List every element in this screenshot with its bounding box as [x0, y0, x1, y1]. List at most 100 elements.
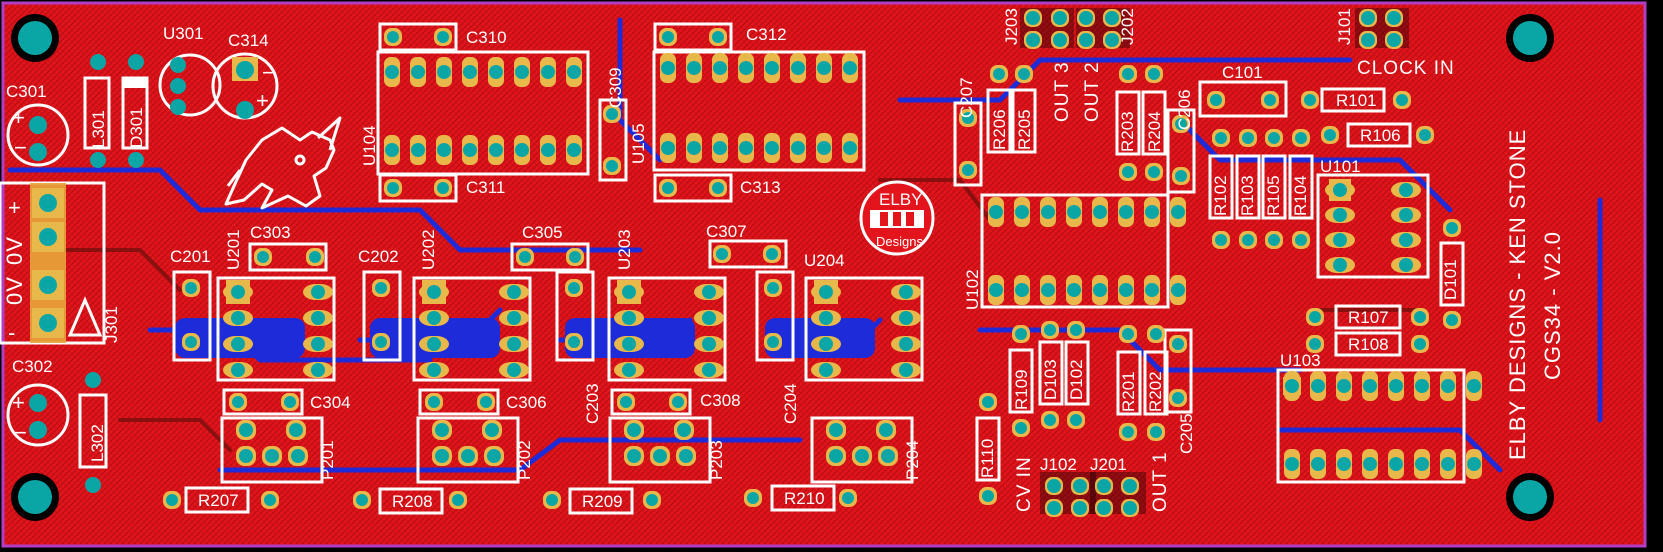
drill	[1122, 166, 1134, 178]
drill	[1361, 33, 1375, 47]
ic-u202	[412, 276, 532, 382]
drill	[702, 311, 716, 325]
out1-label: OUT 1	[1150, 451, 1171, 512]
unicorn-icon	[224, 116, 342, 210]
designator-p204: P204	[903, 440, 922, 480]
drill	[311, 337, 325, 351]
designator-c201: C201	[170, 247, 211, 266]
drill	[962, 112, 974, 124]
drill	[622, 337, 636, 351]
designator-c206: C206	[1175, 89, 1194, 130]
drill	[1026, 33, 1040, 47]
drill	[653, 449, 667, 463]
designator-u102: U102	[963, 269, 982, 310]
drill	[515, 65, 529, 79]
designator-d101: D101	[1441, 259, 1460, 300]
drill	[1097, 501, 1111, 515]
drill	[899, 337, 913, 351]
drill	[311, 363, 325, 377]
drill	[1363, 379, 1377, 393]
designator-r103: R103	[1238, 175, 1257, 216]
designator-r104: R104	[1291, 175, 1310, 216]
ic-u101	[1316, 173, 1430, 279]
drill	[765, 141, 779, 155]
drill	[291, 449, 305, 463]
drill	[1337, 379, 1351, 393]
designator-d103: D103	[1041, 359, 1060, 400]
drill	[1041, 283, 1055, 297]
power-minus: -	[8, 320, 16, 345]
board-line: CGS34 - V2.0	[1540, 231, 1565, 380]
designator-u103: U103	[1280, 351, 1321, 370]
drill	[1171, 205, 1185, 219]
drill	[356, 494, 368, 506]
drill	[435, 423, 449, 437]
drill	[982, 490, 994, 502]
drill	[1175, 118, 1187, 130]
drill	[1419, 129, 1431, 141]
drill	[1333, 258, 1347, 272]
designator-d102: D102	[1067, 359, 1086, 400]
power-plus: +	[8, 195, 22, 220]
drill	[411, 143, 425, 157]
drill	[1093, 205, 1107, 219]
drill	[879, 423, 893, 437]
mounting-holes	[11, 14, 1554, 521]
designator-c202: C202	[358, 247, 399, 266]
drill	[1150, 328, 1162, 340]
logo-bottom-text: Designs	[876, 234, 923, 249]
out2-label: OUT 2	[1082, 61, 1103, 122]
drill	[767, 282, 779, 294]
drill	[1015, 283, 1029, 297]
drill	[1073, 501, 1087, 515]
designator-r205: R205	[1015, 109, 1034, 150]
drill	[1389, 379, 1403, 393]
drill	[1047, 479, 1061, 493]
drill	[677, 423, 691, 437]
drill	[1337, 457, 1351, 471]
drill	[1264, 94, 1276, 106]
drill	[1105, 11, 1119, 25]
ic-u201	[216, 276, 336, 382]
drill	[712, 31, 724, 43]
designator-l302: L302	[88, 424, 107, 462]
designator-r207: R207	[198, 491, 239, 510]
drill	[427, 337, 441, 351]
cap-c302: +−	[6, 383, 70, 447]
drill	[232, 396, 244, 408]
drill	[1093, 283, 1107, 297]
drill	[899, 363, 913, 377]
drill	[507, 285, 521, 299]
designator-p202: P202	[515, 440, 534, 480]
inductor-l302	[78, 393, 108, 469]
designator-j101: J101	[1335, 8, 1354, 45]
designator-r109: R109	[1012, 369, 1031, 410]
drill	[819, 337, 833, 351]
designator-p203: P203	[707, 440, 726, 480]
designator-r206: R206	[990, 109, 1009, 150]
drill	[713, 61, 727, 75]
cv-in-label: CV IN	[1014, 456, 1035, 512]
drill	[716, 248, 728, 260]
drill	[257, 251, 269, 263]
drill	[1097, 479, 1111, 493]
designator-r102: R102	[1211, 175, 1230, 216]
designator-r210: R210	[784, 489, 825, 508]
drill	[1150, 426, 1162, 438]
drill	[1309, 311, 1321, 323]
ic-u203	[607, 276, 727, 382]
designator-c313: C313	[740, 178, 781, 197]
drill	[1441, 379, 1455, 393]
designator-c305: C305	[522, 223, 563, 242]
reg-u301	[158, 53, 222, 117]
designator-c301: C301	[6, 82, 47, 101]
drill	[606, 160, 618, 172]
drill	[231, 311, 245, 325]
drill	[489, 143, 503, 157]
drill	[1119, 205, 1133, 219]
designator-u201: U201	[224, 229, 243, 270]
drill	[463, 143, 477, 157]
drill	[437, 182, 449, 194]
drill	[1119, 283, 1133, 297]
drill	[427, 311, 441, 325]
